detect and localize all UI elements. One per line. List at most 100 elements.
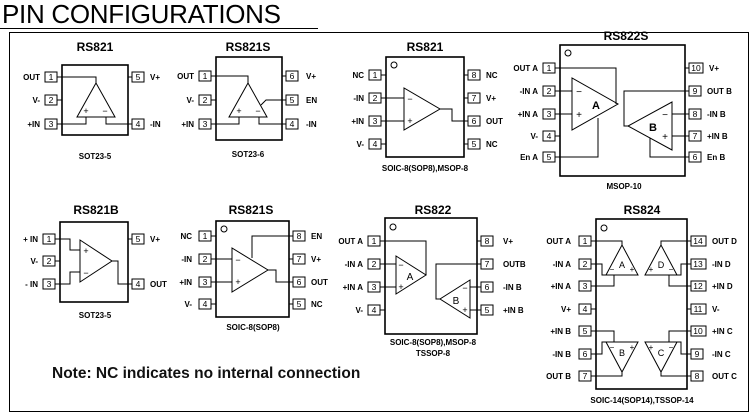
pin-label: NC <box>486 71 498 80</box>
minus-sign: − <box>662 110 668 121</box>
pin-number: 6 <box>297 277 302 287</box>
pin-number: 4 <box>583 304 588 314</box>
pin-label: V- <box>530 132 538 141</box>
pin-number: 8 <box>693 109 698 119</box>
minus-sign: − <box>576 87 582 98</box>
pin-number: 9 <box>693 86 698 96</box>
plus-sign: + <box>649 265 654 274</box>
minus-sign: − <box>235 255 240 265</box>
pin-label: +IN A <box>343 283 364 292</box>
minus-sign: − <box>669 265 674 274</box>
chip-body <box>595 218 688 390</box>
pin-label: -IN B <box>707 110 726 119</box>
pin-label: V+ <box>503 237 513 246</box>
rs821s-sot23-6-block: RS821S 1 2 3 6 5 4 OUT V- +IN V+ EN -IN <box>177 40 317 159</box>
chip-name: RS821 <box>77 40 114 54</box>
rs822-soic8-block: RS822 1 2 3 4 8 7 6 5 OUT A -IN A +IN A … <box>338 203 525 358</box>
pin-label: -IN <box>181 255 192 264</box>
pin-label: OUT B <box>546 372 571 381</box>
chip-name: RS821S <box>229 203 274 217</box>
pin-number: 3 <box>372 282 377 292</box>
pin-label: -IN A <box>345 260 364 269</box>
pin-number: 1 <box>583 236 588 246</box>
pin-label: OUT B <box>707 87 732 96</box>
pin-number: 4 <box>372 305 377 315</box>
pin-number: 5 <box>297 299 302 309</box>
chip-body <box>385 56 465 158</box>
pin-number: 1 <box>49 72 54 82</box>
package-label: SOIC-8(SOP8),MSOP-8 <box>390 338 477 347</box>
outer-border <box>9 32 749 412</box>
pin-label: OUTB <box>503 260 526 269</box>
pin-number: 3 <box>203 119 208 129</box>
pin-number: 5 <box>290 95 295 105</box>
pin-number: 6 <box>583 349 588 359</box>
pin-label: OUT A <box>546 237 571 246</box>
plus-sign: + <box>407 116 412 126</box>
op-amp-symbol <box>386 87 464 131</box>
pin-label: En A <box>520 153 538 162</box>
pin-label: +IN C <box>712 327 733 336</box>
pin-label: +IN B <box>550 327 571 336</box>
op-amp-d-symbol <box>644 240 687 287</box>
chip-name: RS821 <box>407 40 444 54</box>
pin-number: 1 <box>203 71 208 81</box>
rs821-sot23-5-block: RS821 1 2 3 5 4 OUT V- +IN V+ -IN + − <box>23 40 161 161</box>
chip-name: RS824 <box>624 203 661 217</box>
plus-sign: + <box>236 106 241 116</box>
pin-number: 4 <box>373 139 378 149</box>
package-label: SOIC-14(SOP14),TSSOP-14 <box>590 396 694 405</box>
pin-label: V+ <box>486 94 496 103</box>
pin-label: OUT A <box>513 64 538 73</box>
amp-label: B <box>619 348 625 358</box>
pin-label: +IN D <box>712 282 733 291</box>
pin-label: -IN B <box>552 350 571 359</box>
pin-label: V+ <box>306 72 316 81</box>
minus-sign: − <box>255 106 260 116</box>
op-amp-symbol <box>216 75 282 125</box>
amp-label: A <box>592 100 600 112</box>
pin-label: V+ <box>150 73 160 82</box>
pin-number: 6 <box>693 152 698 162</box>
plus-sign: + <box>649 343 654 352</box>
chip-name: RS821B <box>73 203 119 217</box>
pin-number: 5 <box>136 234 141 244</box>
pin-number: 3 <box>373 116 378 126</box>
minus-sign: − <box>669 343 674 352</box>
pin-label: OUT <box>486 117 503 126</box>
minus-sign: − <box>610 343 615 352</box>
pin-label: OUT <box>150 280 167 289</box>
pin-number: 9 <box>695 349 700 359</box>
pin-number: 11 <box>694 304 703 314</box>
pin-number: 5 <box>136 72 141 82</box>
pin-number: 2 <box>373 93 378 103</box>
pin-number: 7 <box>583 371 588 381</box>
amp-label: B <box>649 122 657 134</box>
pin1-marker <box>564 49 572 57</box>
op-amp-symbol <box>62 76 128 125</box>
pin-label: +IN B <box>707 132 728 141</box>
pin-label: -IN B <box>503 283 522 292</box>
pin-number: 1 <box>203 231 208 241</box>
pin-label: NC <box>311 300 323 309</box>
pin-label: EN <box>311 232 322 241</box>
rs822s-msop10-block: RS822S 1 2 3 4 5 10 9 8 7 6 OUT A -IN A … <box>513 29 732 191</box>
package-label: MSOP-10 <box>606 182 642 191</box>
op-amp-a-symbol <box>596 240 639 287</box>
pin-label: V- <box>712 305 720 314</box>
pin-number: 6 <box>290 71 295 81</box>
pin-number: 13 <box>693 259 703 269</box>
nc-note: Note: NC indicates no internal connectio… <box>52 365 361 382</box>
pin-number: 2 <box>203 254 208 264</box>
plus-sign: + <box>630 343 635 352</box>
plus-sign: + <box>662 132 668 143</box>
package-label: SOIC-8(SOP8) <box>226 323 280 332</box>
chip-name: RS822 <box>415 203 452 217</box>
plus-sign: + <box>462 305 467 315</box>
pin-label: En B <box>707 153 725 162</box>
title-underline <box>0 28 318 29</box>
pin-number: 7 <box>297 254 302 264</box>
pin-number: 8 <box>297 231 302 241</box>
pin-number: 3 <box>47 279 52 289</box>
